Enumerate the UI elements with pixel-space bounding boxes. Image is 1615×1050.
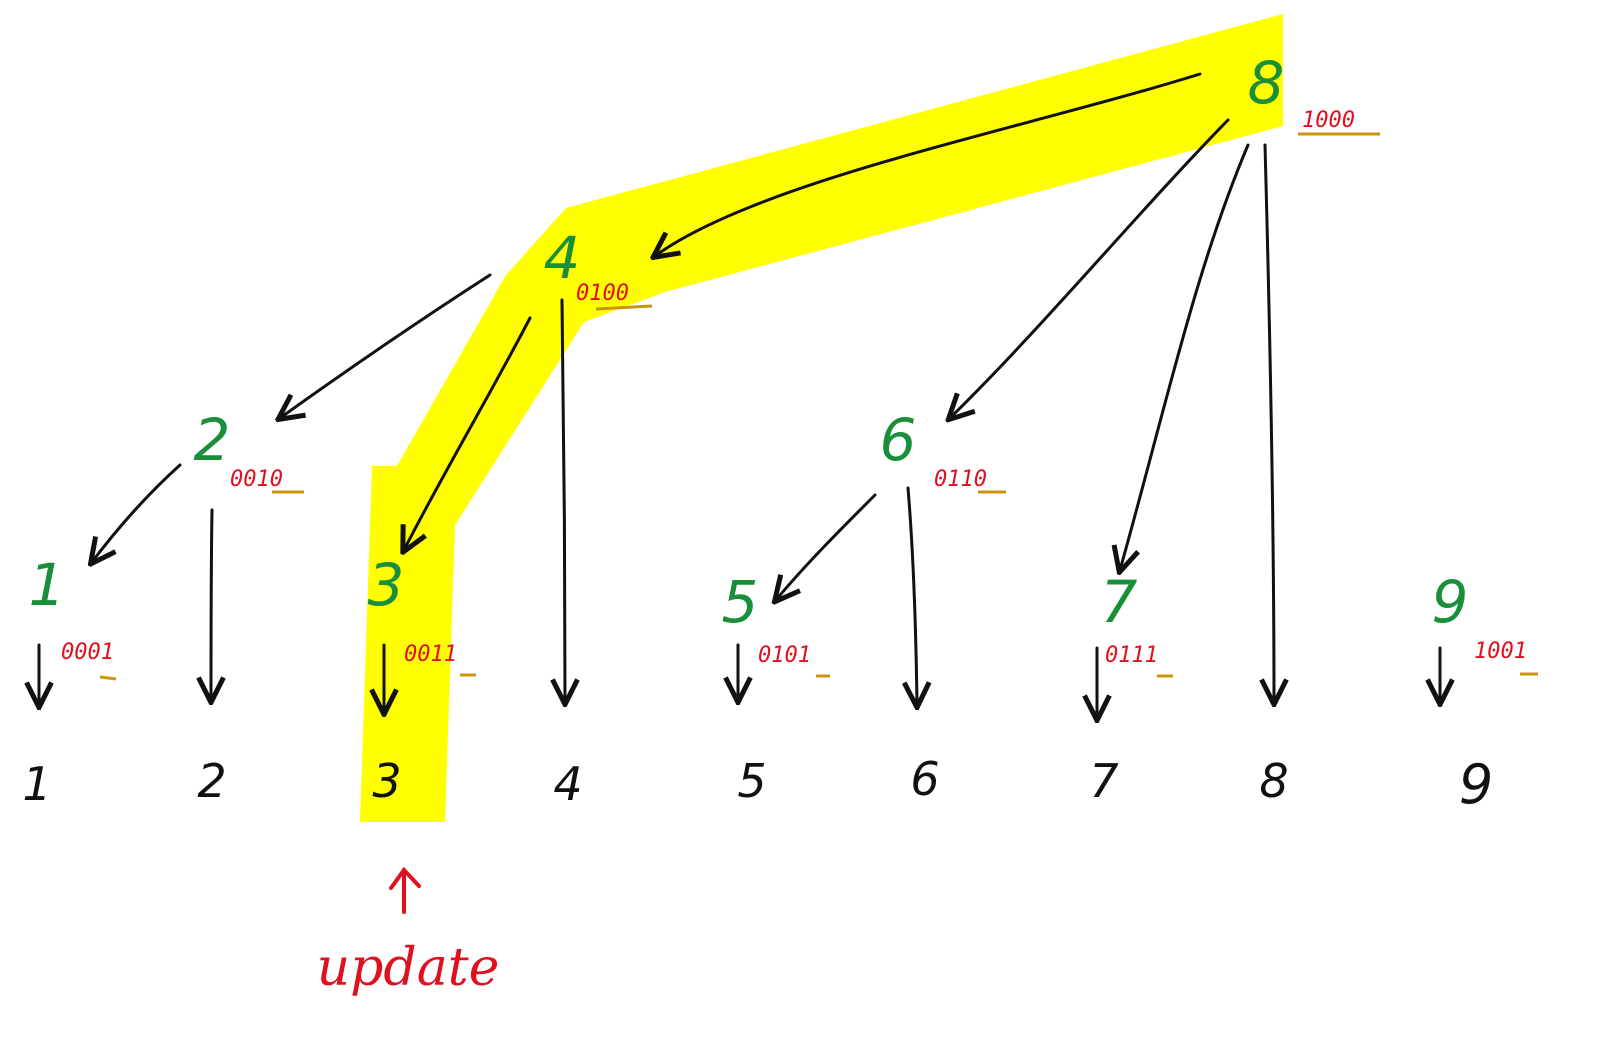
node-label: 9	[1432, 568, 1469, 636]
tree-nodes: 8 1000 4 0100 2 0010 6 0110 1 0001 3 001…	[29, 49, 1538, 681]
node-binary: 1000	[1302, 108, 1355, 133]
node-label: 3	[368, 551, 405, 619]
edge-6-to-5	[776, 493, 877, 600]
leaf-label: 9	[1459, 753, 1493, 816]
node-binary: 0001	[61, 640, 114, 665]
node-binary: 0010	[230, 467, 283, 492]
edge-8-to-leaf-8	[1265, 143, 1274, 702]
edge-2-to-leaf-2	[211, 508, 212, 700]
node-label: 8	[1248, 49, 1285, 117]
tree-node: 8 1000	[1248, 49, 1380, 136]
tree-node: 4 0100	[544, 224, 653, 311]
tree-edges	[39, 72, 1440, 718]
leaf-label: 4	[553, 757, 582, 811]
node-binary: 0111	[1105, 643, 1158, 668]
node-label: 5	[722, 568, 759, 636]
leaf-label: 1	[22, 757, 51, 811]
tree-node: 5 0101	[722, 568, 830, 678]
edge-2-to-1	[92, 463, 182, 562]
node-label: 6	[880, 406, 917, 474]
node-label: 7	[1101, 568, 1138, 636]
node-binary: 0101	[758, 643, 811, 668]
update-arrow	[389, 866, 421, 914]
leaf-label: 6	[910, 752, 939, 806]
leaf-label: 7	[1089, 754, 1118, 808]
tree-node: 6 0110	[880, 406, 1006, 494]
edge-8-to-7	[1120, 143, 1250, 570]
edge-4-to-3	[404, 316, 532, 550]
node-binary: 0100	[576, 281, 629, 306]
leaf-label: 8	[1259, 754, 1288, 808]
node-label: 2	[194, 406, 231, 474]
tree-node: 9 1001	[1432, 568, 1538, 676]
tree-node: 3 0011	[368, 551, 476, 677]
tree-node: 2 0010	[194, 406, 304, 494]
tree-node: 7 0111	[1101, 568, 1173, 678]
node-binary: 0011	[404, 642, 457, 667]
leaf-label: 2	[197, 754, 226, 808]
edge-6-to-leaf-6	[908, 486, 917, 705]
edge-4-to-2	[280, 273, 492, 418]
node-label: 4	[544, 224, 581, 292]
node-binary: 0110	[934, 467, 987, 492]
edge-8-to-6	[950, 118, 1230, 418]
edge-8-to-4	[655, 72, 1202, 256]
highlight-path	[360, 14, 1283, 822]
update-label: update	[317, 938, 500, 998]
leaf-label: 5	[737, 754, 766, 808]
array-leaves: 1 2 3 4 5 6 7 8 9	[22, 752, 1493, 816]
binary-underline	[99, 675, 117, 681]
tree-node: 1 0001	[29, 551, 117, 681]
node-label: 1	[29, 551, 66, 619]
binary-underline	[595, 304, 653, 311]
leaf-label: 3	[372, 754, 401, 808]
edge-4-to-leaf-4	[562, 298, 565, 702]
node-binary: 1001	[1474, 639, 1527, 664]
